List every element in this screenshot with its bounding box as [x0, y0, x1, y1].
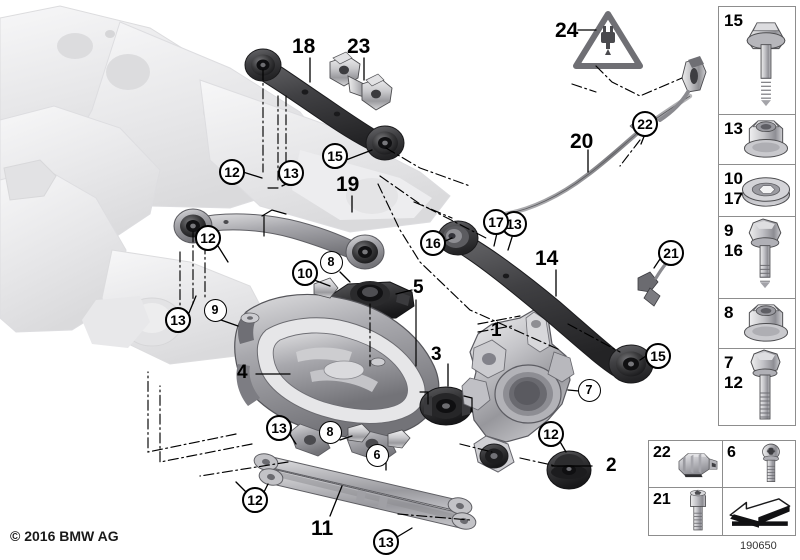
part-14-trailing-arm [437, 220, 654, 384]
legend-part-number[interactable]: 9 [724, 221, 734, 240]
legend-part-number[interactable]: 21 [653, 491, 671, 508]
legend-part-numbers: 13 [724, 119, 743, 139]
legend-part-number[interactable]: 17 [724, 189, 743, 209]
part-24-connector-plug [658, 56, 707, 122]
callout-6[interactable]: 6 [365, 443, 389, 467]
callout-18[interactable]: 18 [292, 35, 316, 58]
legend-part-number[interactable]: 15 [724, 11, 743, 30]
direction-arrow-icon [723, 488, 795, 535]
washer-disc-icon [739, 165, 793, 216]
callout-9[interactable]: 9 [203, 298, 227, 322]
callout-23[interactable]: 23 [347, 35, 371, 58]
callout-12[interactable]: 12 [219, 159, 245, 185]
callout-7[interactable]: 7 [577, 378, 601, 402]
callout-13[interactable]: 13 [373, 529, 399, 555]
flange-nut-icon [739, 299, 793, 348]
legend-box: 22 6 21 [648, 440, 796, 536]
legend-part-number[interactable]: 7 [724, 353, 734, 372]
copyright-notice: © 2016 BMW AG [10, 528, 119, 544]
legend-part-numbers: 8 [724, 303, 733, 323]
socket-cap-bolt-icon [675, 488, 721, 535]
legend-part-number[interactable]: 10 [724, 169, 743, 188]
torx-screw-icon [749, 441, 793, 487]
hex-bolt-medium-icon [739, 217, 793, 298]
callout-1[interactable]: 1 [491, 320, 502, 341]
callout-12[interactable]: 12 [242, 487, 268, 513]
legend-box-cell-22: 22 [649, 441, 723, 488]
callout-12[interactable]: 12 [195, 225, 221, 251]
callout-8[interactable]: 8 [318, 420, 342, 444]
cable-clamp-icon [675, 441, 721, 487]
callout-22[interactable]: 22 [632, 111, 658, 137]
legend-cell-15: 15 [719, 7, 795, 115]
callout-13[interactable]: 13 [266, 415, 292, 441]
callout-19[interactable]: 19 [336, 173, 360, 196]
part-20-brake-line-highlight [504, 95, 691, 215]
callout-3[interactable]: 3 [431, 344, 442, 365]
callout-24[interactable]: 24 [555, 19, 579, 42]
legend-part-number[interactable]: 16 [724, 241, 743, 261]
callout-13[interactable]: 13 [278, 160, 304, 186]
callout-13[interactable]: 13 [165, 307, 191, 333]
callout-5[interactable]: 5 [413, 277, 424, 298]
legend-cell-13: 13 [719, 115, 795, 165]
diagram-number: 190650 [740, 540, 777, 552]
warning-triangle-icon [573, 11, 643, 69]
callout-2[interactable]: 2 [606, 455, 617, 476]
legend-part-number[interactable]: 6 [727, 444, 736, 461]
legend-box-cell-direction-arrow [723, 488, 795, 535]
legend-box-cell-21: 21 [649, 488, 723, 535]
callout-17[interactable]: 17 [483, 209, 509, 235]
legend-part-numbers: 15 [724, 11, 743, 31]
fastener-details-left [240, 312, 386, 367]
callout-10[interactable]: 10 [292, 260, 318, 286]
legend-part-number[interactable]: 13 [724, 119, 743, 138]
callout-15[interactable]: 15 [322, 143, 348, 169]
callout-11[interactable]: 11 [311, 517, 334, 540]
legend-cell-8: 8 [719, 299, 795, 349]
callout-16[interactable]: 16 [420, 230, 446, 256]
hex-bolt-long-icon [739, 349, 793, 427]
legend-box-cell-6: 6 [723, 441, 795, 488]
part-23-mounting-bracket [329, 51, 393, 111]
part-18-upper-control-arm [244, 48, 405, 161]
rear-subframe-ghost [0, 5, 451, 365]
callout-21[interactable]: 21 [658, 240, 684, 266]
part-6-and-8-fasteners [313, 277, 411, 449]
legend-part-number[interactable]: 8 [724, 303, 734, 322]
part-19-camber-link [173, 208, 385, 270]
legend-part-number[interactable]: 22 [653, 444, 671, 461]
callout-12[interactable]: 12 [538, 421, 564, 447]
callout-15[interactable]: 15 [645, 343, 671, 369]
callout-8[interactable]: 8 [319, 250, 343, 274]
part-11-integral-link [253, 453, 477, 530]
hex-flange-bolt-icon [739, 7, 793, 114]
flange-nut-icon [739, 115, 793, 164]
callout-4[interactable]: 4 [237, 362, 248, 383]
callout-20[interactable]: 20 [570, 130, 594, 153]
legend-part-number[interactable]: 12 [724, 373, 743, 393]
callout-14[interactable]: 14 [535, 247, 559, 270]
